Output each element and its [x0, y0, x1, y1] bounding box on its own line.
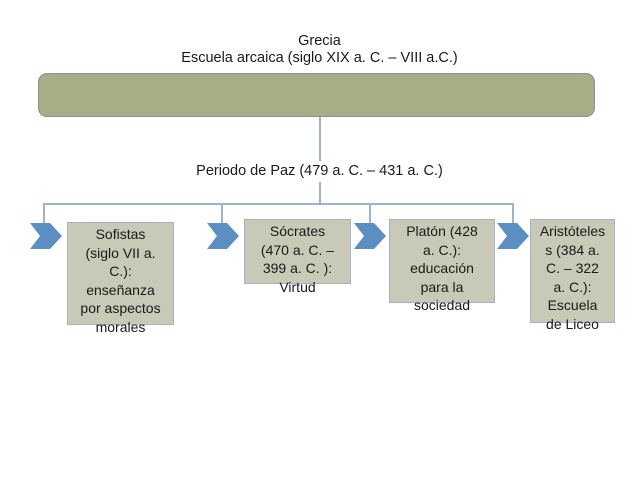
connector-root — [319, 117, 321, 161]
period-label: Periodo de Paz (479 a. C. – 431 a. C.) — [196, 163, 443, 179]
diagram-title: Grecia — [298, 33, 341, 49]
card-aristoteles: Aristóteles s (384 a. C. – 322 a. C.): E… — [530, 219, 615, 332]
card-sofistas: Sofistas (siglo VII a. C.): enseñanza po… — [67, 222, 174, 335]
connector-drop-1 — [43, 203, 45, 223]
card-text: Sócrates (470 a. C. – 399 a. C. ): Virtu… — [260, 223, 335, 295]
card-text: Platón (428 a. C.): educación para la so… — [406, 223, 478, 314]
chevron-arrow-icon — [354, 223, 386, 249]
diagram-subtitle: Escuela arcaica (siglo XIX a. C. – VIII … — [181, 50, 458, 66]
card-text: Sofistas (siglo VII a. C.): enseñanza po… — [80, 226, 161, 335]
connector-bus — [43, 203, 513, 205]
root-banner — [38, 73, 595, 117]
connector-period — [319, 182, 321, 204]
connector-drop-2 — [221, 203, 223, 223]
card-platon: Platón (428 a. C.): educación para la so… — [389, 219, 495, 313]
chevron-arrow-icon — [497, 223, 529, 249]
chevron-arrow-icon — [30, 223, 62, 249]
connector-drop-3 — [369, 203, 371, 223]
card-text: Aristóteles s (384 a. C. – 322 a. C.): E… — [539, 223, 606, 332]
card-socrates: Sócrates (470 a. C. – 399 a. C. ): Virtu… — [244, 219, 351, 295]
chevron-arrow-icon — [207, 223, 239, 249]
connector-drop-4 — [512, 203, 514, 223]
